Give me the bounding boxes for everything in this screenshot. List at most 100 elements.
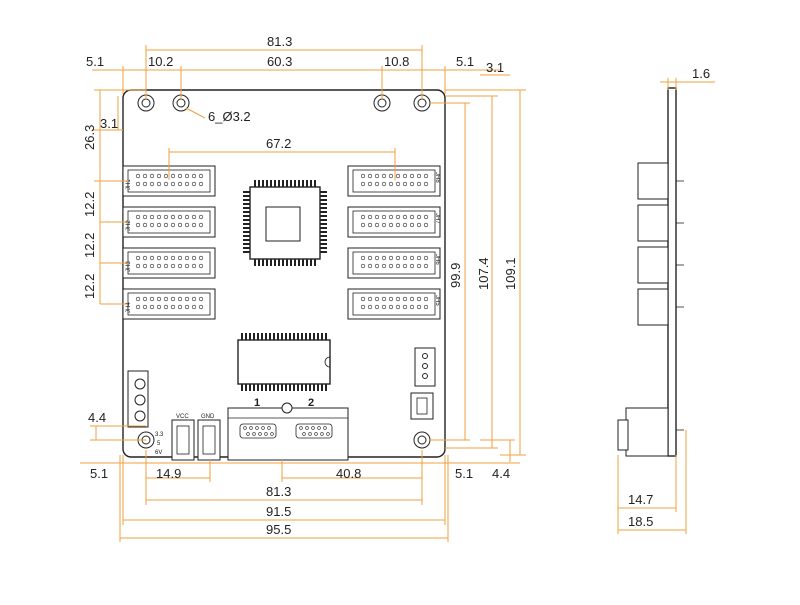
dim-left-bottom: 4.4 xyxy=(88,410,106,425)
chip-pin xyxy=(286,258,288,266)
chip-pin xyxy=(254,258,256,266)
header-pin xyxy=(388,222,394,228)
dim-bottom-conn: 40.8 xyxy=(336,466,361,481)
header-pin xyxy=(184,214,190,220)
header-pin xyxy=(374,222,380,228)
header-pin xyxy=(149,173,155,179)
header-pin xyxy=(198,263,204,269)
port-pin xyxy=(317,426,321,430)
dim-side-depth-2: 18.5 xyxy=(628,514,653,529)
chip-pin xyxy=(321,333,323,341)
chip-pin xyxy=(319,227,327,229)
header-pin xyxy=(163,214,169,220)
header-pin xyxy=(402,181,408,187)
chip-pin xyxy=(258,258,260,266)
header-pin xyxy=(170,296,176,302)
chip-pin xyxy=(282,180,284,188)
header-pin xyxy=(177,222,183,228)
port-pin xyxy=(320,432,324,436)
header-pin xyxy=(198,173,204,179)
chip-pin xyxy=(245,333,247,341)
chip-pin xyxy=(289,383,291,391)
dim-top-total: 81.3 xyxy=(267,34,292,49)
dim-top-mid: 60.3 xyxy=(267,54,292,69)
header-pin xyxy=(374,173,380,179)
port-2-label: 2 xyxy=(308,397,314,409)
dual-port-connector: 1 2 xyxy=(227,397,349,461)
header-pin xyxy=(409,263,415,269)
chip-pin xyxy=(262,180,264,188)
chip-pin xyxy=(319,231,327,233)
header-pin xyxy=(191,296,197,302)
dim-pitch-2: 12.2 xyxy=(82,233,97,258)
header-pin xyxy=(374,304,380,310)
header-pin xyxy=(395,263,401,269)
header-pin xyxy=(367,181,373,187)
header-pin xyxy=(184,263,190,269)
chip-pin xyxy=(297,333,299,341)
header-pin xyxy=(170,263,176,269)
chip-pin xyxy=(321,383,323,391)
header-pin xyxy=(142,304,148,310)
header-pin xyxy=(163,181,169,187)
header-pin xyxy=(402,222,408,228)
header-pin xyxy=(177,181,183,187)
header-pin xyxy=(381,173,387,179)
header-pin xyxy=(395,296,401,302)
chip-pin xyxy=(281,333,283,341)
header-pin xyxy=(184,255,190,261)
header-pin xyxy=(191,173,197,179)
dimension-lines xyxy=(80,45,715,542)
chip-pin xyxy=(297,383,299,391)
chip-pin xyxy=(243,211,251,213)
chip-pin xyxy=(319,211,327,213)
header-pin xyxy=(388,304,394,310)
chip-pin xyxy=(265,383,267,391)
chip-pin xyxy=(266,258,268,266)
header-pin xyxy=(135,181,141,187)
header-pin xyxy=(149,255,155,261)
dim-bottom-left-edge: 5.1 xyxy=(90,466,108,481)
voltage-label-2: 5 xyxy=(157,441,161,447)
chip-pin xyxy=(265,333,267,341)
chip-pin xyxy=(243,199,251,201)
chip-pin xyxy=(319,215,327,217)
voltage-select-header xyxy=(127,370,149,428)
port-pin xyxy=(323,426,327,430)
header-pin xyxy=(402,296,408,302)
dim-height-inner: 99.9 xyxy=(448,263,463,288)
header-pin xyxy=(423,304,429,310)
header-pin xyxy=(184,304,190,310)
side-connector xyxy=(414,347,436,387)
port-pin xyxy=(314,432,318,436)
header-pin xyxy=(191,222,197,228)
header-pin xyxy=(367,173,373,179)
chip-pin xyxy=(243,195,251,197)
chip-pin xyxy=(298,180,300,188)
power-jack-vcc: VCC xyxy=(171,414,195,461)
chip-pin xyxy=(243,219,251,221)
chip-pin xyxy=(257,383,259,391)
header-pin xyxy=(191,214,197,220)
header-pin xyxy=(367,263,373,269)
chip-pin xyxy=(298,258,300,266)
header-pin xyxy=(409,173,415,179)
header-pin xyxy=(360,304,366,310)
qfp-chip xyxy=(243,180,327,266)
chip-pin xyxy=(285,383,287,391)
header-pin xyxy=(149,214,155,220)
chip-pin xyxy=(301,333,303,341)
header-pin xyxy=(135,222,141,228)
chip-pin xyxy=(310,258,312,266)
header-right-4: JH5 xyxy=(347,288,441,320)
chip-pin xyxy=(319,207,327,209)
chip-pin xyxy=(309,383,311,391)
header-pin xyxy=(381,181,387,187)
header-label: JH5 xyxy=(434,295,440,306)
header-right-2: JH7 xyxy=(347,206,441,238)
dim-side-thickness: 1.6 xyxy=(692,66,710,81)
header-pin xyxy=(198,255,204,261)
dim-pitch-3: 12.2 xyxy=(82,274,97,299)
